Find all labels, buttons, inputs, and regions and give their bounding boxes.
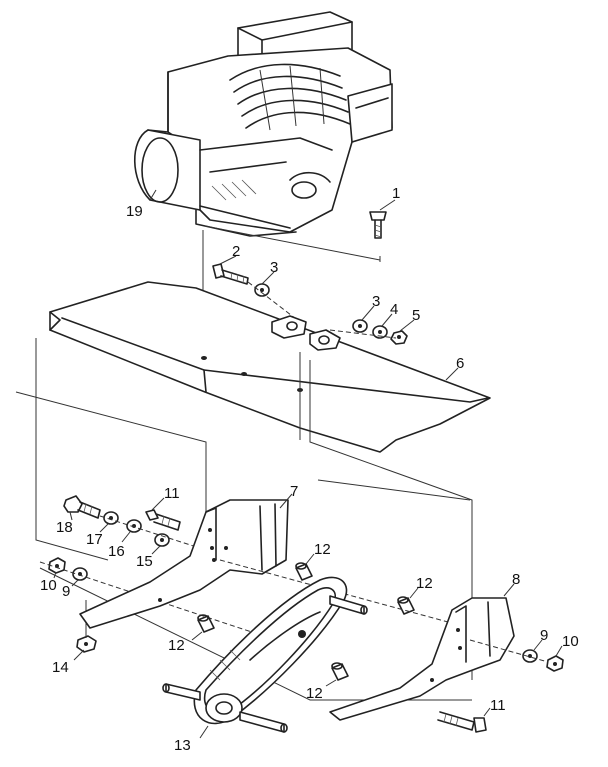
- callout-13: 13: [174, 737, 191, 754]
- callout-12: 12: [416, 575, 433, 592]
- callout-11: 11: [164, 485, 180, 502]
- leader-line: [151, 545, 161, 555]
- spacer-part-12c: [197, 614, 215, 633]
- nut-part-10b: [546, 655, 564, 672]
- chain-case-part-13: [162, 576, 368, 733]
- spacer-part-12a: [295, 562, 313, 581]
- callout-5: 5: [412, 307, 420, 324]
- callout-1: 1: [392, 185, 400, 202]
- callout-16: 16: [108, 543, 125, 560]
- leader-line: [361, 305, 375, 321]
- callout-3: 3: [372, 293, 380, 310]
- callout-12: 12: [168, 637, 185, 654]
- leader-line: [204, 225, 381, 261]
- callout-18: 18: [56, 519, 73, 536]
- leader-line: [305, 553, 315, 565]
- side-plate-part-8: [329, 597, 515, 721]
- leader-line: [279, 493, 293, 509]
- callout-8: 8: [512, 571, 520, 588]
- callout-9: 9: [540, 627, 548, 644]
- leader-line: [199, 725, 209, 739]
- alignment-line: [329, 329, 397, 339]
- spacer-part-12d: [331, 662, 349, 681]
- leader-line: [261, 271, 275, 285]
- leader-line: [121, 531, 131, 543]
- leader-line: [399, 319, 415, 332]
- leader-line: [555, 645, 563, 657]
- bolt-part-18: [63, 495, 101, 519]
- leader-line: [409, 587, 419, 599]
- spacer-part-12b: [397, 596, 415, 615]
- bolt-part-1: [369, 211, 387, 239]
- callout-11: 11: [490, 697, 506, 714]
- bolt-part-11b: [437, 711, 487, 733]
- leader-line: [99, 523, 109, 533]
- alignment-line: [99, 515, 207, 551]
- washer-part-15: [154, 533, 170, 547]
- callout-12: 12: [314, 541, 331, 558]
- nut-part-5: [390, 330, 408, 345]
- callout-6: 6: [456, 355, 464, 372]
- leader-line: [533, 639, 543, 651]
- callout-7: 7: [290, 483, 298, 500]
- leader-line: [503, 583, 515, 597]
- callout-3: 3: [270, 259, 278, 276]
- leader-line: [149, 189, 157, 201]
- callout-10: 10: [562, 633, 579, 650]
- washer-part-16: [126, 519, 142, 533]
- callout-2: 2: [232, 243, 240, 260]
- leader-line: [69, 511, 73, 521]
- callout-10: 10: [40, 577, 57, 594]
- leader-line: [483, 707, 491, 717]
- leader-line: [53, 571, 57, 579]
- callout-14: 14: [52, 659, 69, 676]
- leader-line: [381, 313, 393, 327]
- alignment-line: [469, 639, 549, 663]
- callout-15: 15: [136, 553, 153, 570]
- callout-4: 4: [390, 301, 398, 318]
- leader-line: [191, 631, 203, 641]
- callout-12: 12: [306, 685, 323, 702]
- leader-line: [445, 367, 459, 381]
- washer-part-17: [103, 511, 119, 525]
- tine-shield-part-6: [49, 281, 491, 453]
- leader-line: [219, 255, 237, 265]
- washer-part-9b: [522, 649, 538, 663]
- lockwasher-part-4: [372, 325, 388, 339]
- leader-line: [325, 679, 337, 687]
- callout-17: 17: [86, 531, 103, 548]
- leader-line: [151, 497, 165, 511]
- washer-part-3b: [352, 319, 368, 333]
- washer-part-3: [254, 283, 270, 297]
- leader-line: [71, 579, 79, 587]
- side-plate-part-7: [79, 499, 289, 629]
- nut-part-14: [76, 635, 97, 653]
- bolt-part-11a: [145, 509, 181, 531]
- bolt-part-2: [212, 263, 249, 285]
- callout-19: 19: [126, 203, 143, 220]
- leader-line: [379, 199, 396, 211]
- callout-9: 9: [62, 583, 70, 600]
- leader-line: [73, 649, 85, 661]
- washer-part-9a: [72, 567, 88, 581]
- alignment-line: [247, 281, 301, 323]
- engine-assembly: [133, 11, 393, 237]
